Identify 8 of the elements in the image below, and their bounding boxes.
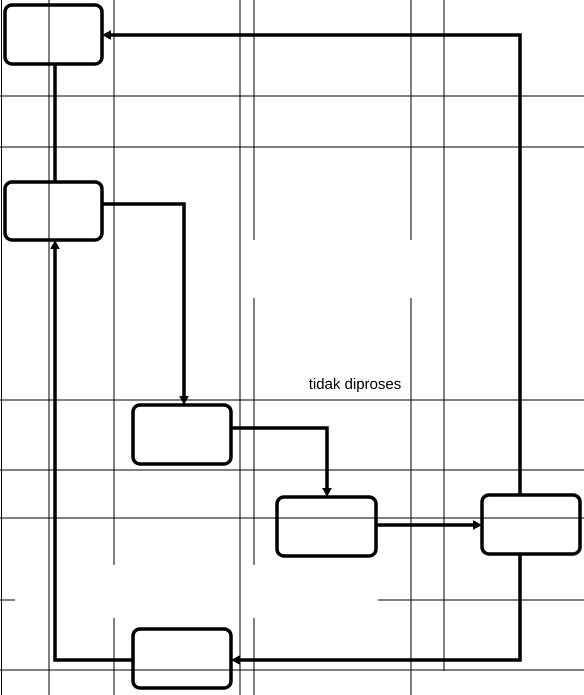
process-box xyxy=(131,403,233,466)
connector-line xyxy=(53,64,57,182)
note-text: tidak diproses xyxy=(308,378,401,392)
process-box xyxy=(275,495,378,558)
process-box xyxy=(3,3,104,66)
process-box xyxy=(480,493,582,556)
process-box xyxy=(3,180,104,242)
process-box xyxy=(131,627,233,690)
